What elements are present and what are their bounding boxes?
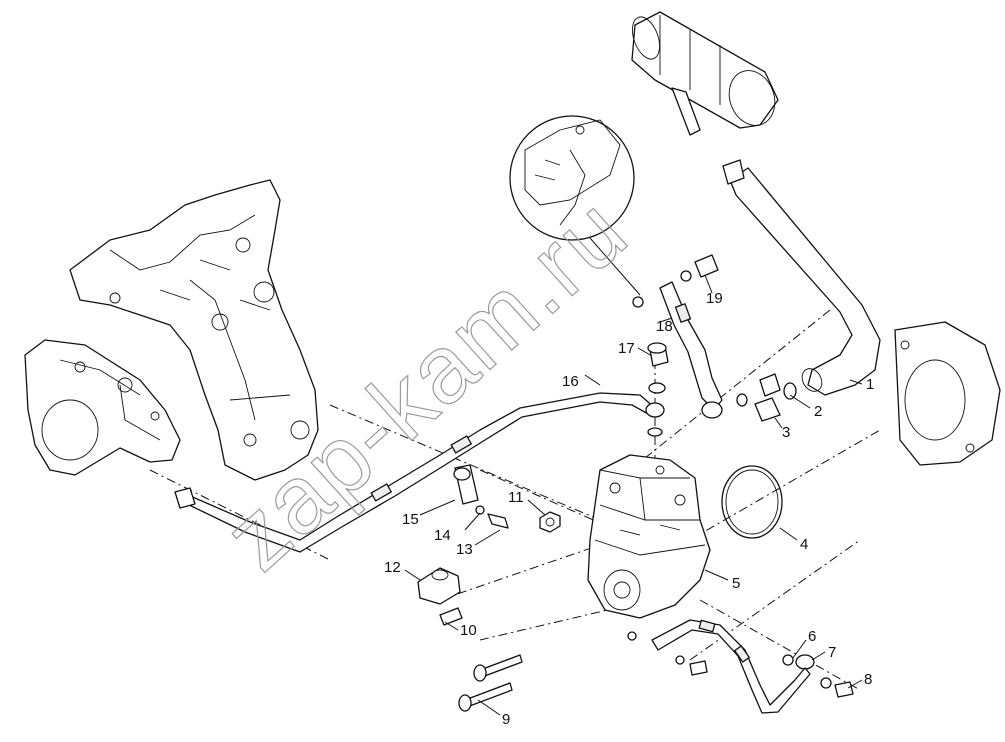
callout-4: 4 [800, 536, 808, 553]
callout-16: 16 [562, 373, 579, 390]
o-ring-gasket [721, 465, 783, 539]
leader-lines [404, 274, 863, 716]
callout-1: 1 [866, 376, 874, 393]
air-compressor [587, 454, 711, 619]
callout-15: 15 [402, 511, 419, 528]
callout-numbers: 1 2 3 4 5 6 7 8 9 10 11 12 13 14 15 16 1… [384, 290, 874, 728]
callout-19: 19 [706, 290, 723, 307]
return-pipe [651, 619, 811, 714]
callout-6: 6 [808, 628, 816, 645]
callout-11: 11 [508, 489, 524, 506]
pressure-pipe [174, 392, 665, 553]
callout-5: 5 [732, 575, 740, 592]
engine-block [69, 179, 319, 481]
elbow-fitting [417, 567, 461, 605]
mounting-flange [894, 321, 1001, 466]
callout-7: 7 [828, 644, 836, 661]
callout-3: 3 [782, 424, 790, 441]
callout-17: 17 [618, 340, 635, 357]
pipe-bracket [453, 464, 479, 505]
fasteners [439, 254, 854, 712]
callout-18: 18 [656, 318, 673, 335]
callout-8: 8 [864, 671, 872, 688]
intake-hose [729, 167, 881, 396]
gear-housing [24, 339, 181, 476]
callout-13: 13 [456, 541, 473, 558]
callout-14: 14 [434, 527, 451, 544]
callout-2: 2 [814, 403, 822, 420]
detail-view-circle [509, 115, 641, 296]
callout-9: 9 [502, 711, 510, 728]
air-intake-housing [631, 11, 779, 136]
callout-10: 10 [460, 622, 477, 639]
callout-12: 12 [384, 559, 401, 576]
